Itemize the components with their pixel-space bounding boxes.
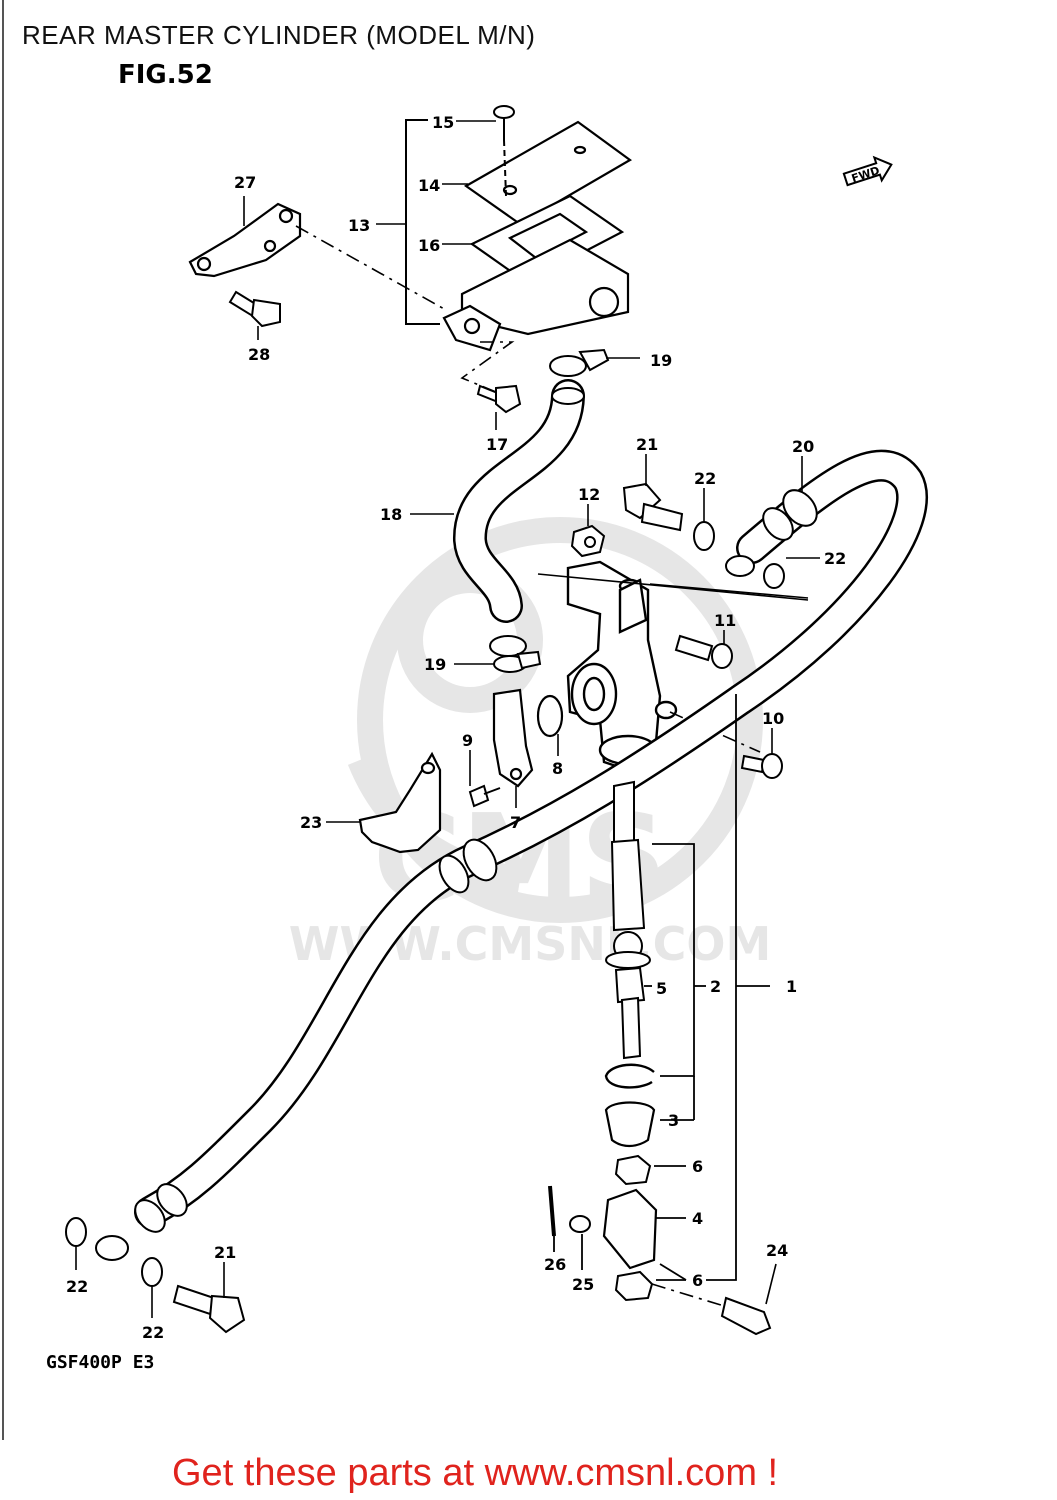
callout-28: 28: [248, 345, 270, 364]
bolt-11-icon: [674, 634, 733, 669]
banjo-bolt-21-top-icon: [622, 482, 684, 532]
bolt-9-icon: [468, 784, 501, 808]
callout-22b: 22: [824, 549, 846, 568]
boot-3-icon: [604, 1101, 656, 1148]
callout-23: 23: [300, 813, 322, 832]
dashed-leader: [460, 341, 515, 393]
leader-24: [765, 1263, 777, 1305]
callout-18: 18: [380, 505, 402, 524]
callout-1: 1: [786, 977, 797, 996]
clamp-19-top-icon: [549, 348, 610, 377]
banjo-bolt-21-bottom-icon: [172, 1284, 246, 1334]
forward-arrow-icon: FWD: [842, 155, 893, 187]
callout-14: 14: [418, 176, 440, 195]
bolt-10-icon: [740, 753, 783, 779]
callout-12: 12: [578, 485, 600, 504]
washer-22-right-icon: [763, 563, 785, 589]
dashed-leader: [651, 1283, 725, 1307]
model-code: GSF400P E3: [46, 1352, 155, 1373]
leader-lines: [376, 120, 496, 245]
cotter-pin-26-icon: [548, 1185, 556, 1237]
washer-25-icon: [569, 1215, 591, 1233]
washer-22-top-icon: [693, 521, 715, 551]
callout-6b: 6: [692, 1271, 703, 1290]
reservoir-assembly: [442, 120, 633, 352]
clevis-4-icon: [602, 1188, 658, 1270]
callout-25: 25: [572, 1275, 594, 1294]
brake-hose-20-fill: [136, 452, 926, 1226]
dashed-leader: [649, 583, 809, 599]
callout-2: 2: [710, 977, 721, 996]
callout-labels: 15 14 13 16 27 28 19 17 18 21 22 20 12 2…: [66, 113, 846, 1342]
mounting-bracket-27: [188, 202, 302, 278]
callout-15: 15: [432, 113, 454, 132]
callout-21b: 21: [214, 1243, 236, 1262]
screw-15-icon: [493, 105, 515, 197]
bolt-28-icon: [228, 290, 281, 328]
callout-8: 8: [552, 759, 563, 778]
group-brackets: [553, 694, 770, 1281]
callout-21: 21: [636, 435, 658, 454]
callout-24: 24: [766, 1241, 788, 1260]
callout-17: 17: [486, 435, 508, 454]
piston-assembly: [605, 780, 651, 1060]
page-title: REAR MASTER CYLINDER (MODEL M/N): [22, 20, 536, 50]
nut-12-icon: [570, 524, 606, 558]
pin-24-icon: [720, 1296, 772, 1336]
bolt-17-icon: [476, 384, 522, 414]
fitting-7-icon: [492, 688, 534, 788]
callout-7: 7: [510, 813, 521, 832]
callout-4: 4: [692, 1209, 703, 1228]
callout-22: 22: [694, 469, 716, 488]
callout-19: 19: [650, 351, 672, 370]
callout-16: 16: [418, 236, 440, 255]
footer-cta-link[interactable]: Get these parts at www.cmsnl.com !: [172, 1452, 779, 1494]
washer-22-bottom-icon: [141, 1257, 163, 1287]
nut-6-upper-icon: [614, 1154, 652, 1186]
callout-11: 11: [714, 611, 736, 630]
callout-22c: 22: [66, 1277, 88, 1296]
callout-27: 27: [234, 173, 256, 192]
callout-22d: 22: [142, 1323, 164, 1342]
master-cylinder-body: [566, 560, 678, 772]
callout-6: 6: [692, 1157, 703, 1176]
callout-9: 9: [462, 731, 473, 750]
callout-3: 3: [668, 1111, 679, 1130]
nut-6-lower-icon: [614, 1270, 654, 1302]
washer-22-left-icon: [65, 1217, 87, 1247]
callout-10: 10: [762, 709, 784, 728]
hose-fittings: [95, 489, 818, 1261]
callout-13: 13: [348, 216, 370, 235]
callout-5: 5: [656, 979, 667, 998]
dashed-leader: [537, 573, 809, 601]
callout-20: 20: [792, 437, 814, 456]
figure-label: FIG.52: [118, 60, 213, 90]
hose-end-top: [551, 387, 585, 405]
callout-19b: 19: [424, 655, 446, 674]
reservoir-hose-18-fill: [455, 381, 583, 621]
o-ring-8-icon: [536, 694, 564, 738]
group-bracket-13: [405, 119, 440, 325]
circlip-icon: [604, 1063, 655, 1089]
forward-label: FWD: [850, 164, 881, 185]
hose-holder-23-icon: [358, 751, 442, 854]
callout-26: 26: [544, 1255, 566, 1274]
